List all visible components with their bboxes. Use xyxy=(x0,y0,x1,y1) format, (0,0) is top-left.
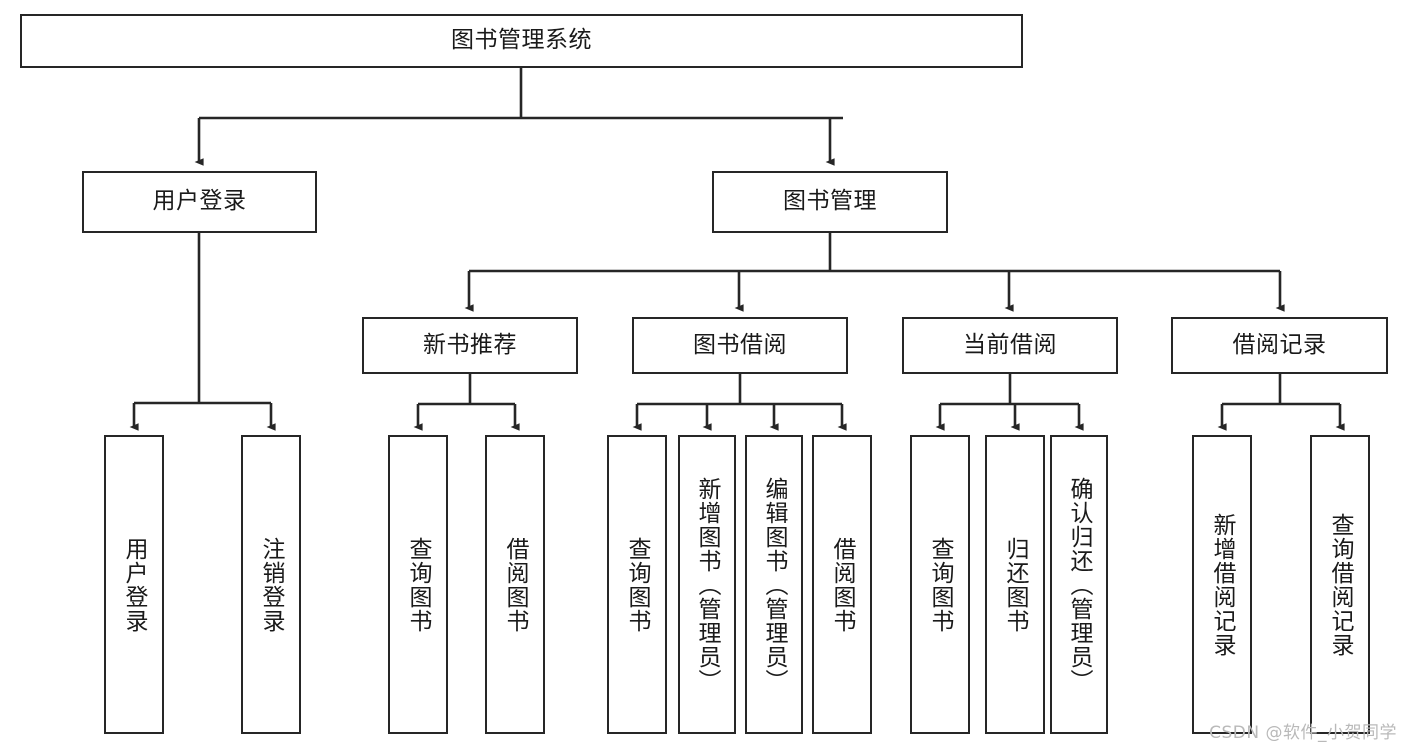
node-label: 归还图书 xyxy=(1002,536,1029,633)
node-label: 新书推荐 xyxy=(423,331,517,358)
node-label: 图书管理系统 xyxy=(451,27,592,54)
node-label: 当前借阅 xyxy=(963,331,1057,358)
node-label: 新增图书（管理员） xyxy=(694,476,721,693)
leaf-node-query-borrow-record[interactable]: 查询借阅记录 xyxy=(1310,435,1370,734)
node-current-borrowing[interactable]: 当前借阅 xyxy=(902,317,1118,374)
leaf-node-borrow-book-2[interactable]: 借阅图书 xyxy=(812,435,872,734)
node-user-login[interactable]: 用户登录 xyxy=(82,171,317,233)
leaf-node-edit-book-admin[interactable]: 编辑图书（管理员） xyxy=(745,435,803,734)
node-book-management-system[interactable]: 图书管理系统 xyxy=(20,14,1023,68)
leaf-node-logout[interactable]: 注销登录 xyxy=(241,435,301,734)
node-label: 用户登录 xyxy=(121,536,148,633)
node-label: 查询借阅记录 xyxy=(1327,512,1354,657)
leaf-node-query-book-2[interactable]: 查询图书 xyxy=(607,435,667,734)
node-label: 注销登录 xyxy=(258,536,285,633)
node-label: 查询图书 xyxy=(405,536,432,633)
leaf-node-confirm-return-admin[interactable]: 确认归还（管理员） xyxy=(1050,435,1108,734)
node-book-management[interactable]: 图书管理 xyxy=(712,171,948,233)
leaf-node-user-login[interactable]: 用户登录 xyxy=(104,435,164,734)
node-label: 用户登录 xyxy=(152,188,247,215)
csdn-watermark: CSDN @软件_小贺同学 xyxy=(1209,723,1397,743)
node-label: 借阅记录 xyxy=(1232,331,1327,358)
node-label: 确认归还（管理员） xyxy=(1066,476,1093,693)
node-label: 查询图书 xyxy=(624,536,651,633)
node-label: 借阅图书 xyxy=(829,536,856,633)
node-borrowing-record[interactable]: 借阅记录 xyxy=(1171,317,1388,374)
leaf-node-return-book[interactable]: 归还图书 xyxy=(985,435,1045,734)
node-new-book-recommendation[interactable]: 新书推荐 xyxy=(362,317,578,374)
leaf-node-add-book-admin[interactable]: 新增图书（管理员） xyxy=(678,435,736,734)
node-label: 查询图书 xyxy=(927,536,954,633)
node-label: 编辑图书（管理员） xyxy=(761,476,788,693)
node-label: 图书借阅 xyxy=(693,331,787,358)
node-label: 图书管理 xyxy=(783,188,877,215)
leaf-node-add-borrow-record[interactable]: 新增借阅记录 xyxy=(1192,435,1252,734)
node-label: 借阅图书 xyxy=(502,536,529,633)
leaf-node-borrow-book-1[interactable]: 借阅图书 xyxy=(485,435,545,734)
leaf-node-query-book-3[interactable]: 查询图书 xyxy=(910,435,970,734)
node-book-borrowing[interactable]: 图书借阅 xyxy=(632,317,848,374)
leaf-node-query-book-1[interactable]: 查询图书 xyxy=(388,435,448,734)
node-label: 新增借阅记录 xyxy=(1209,512,1236,657)
